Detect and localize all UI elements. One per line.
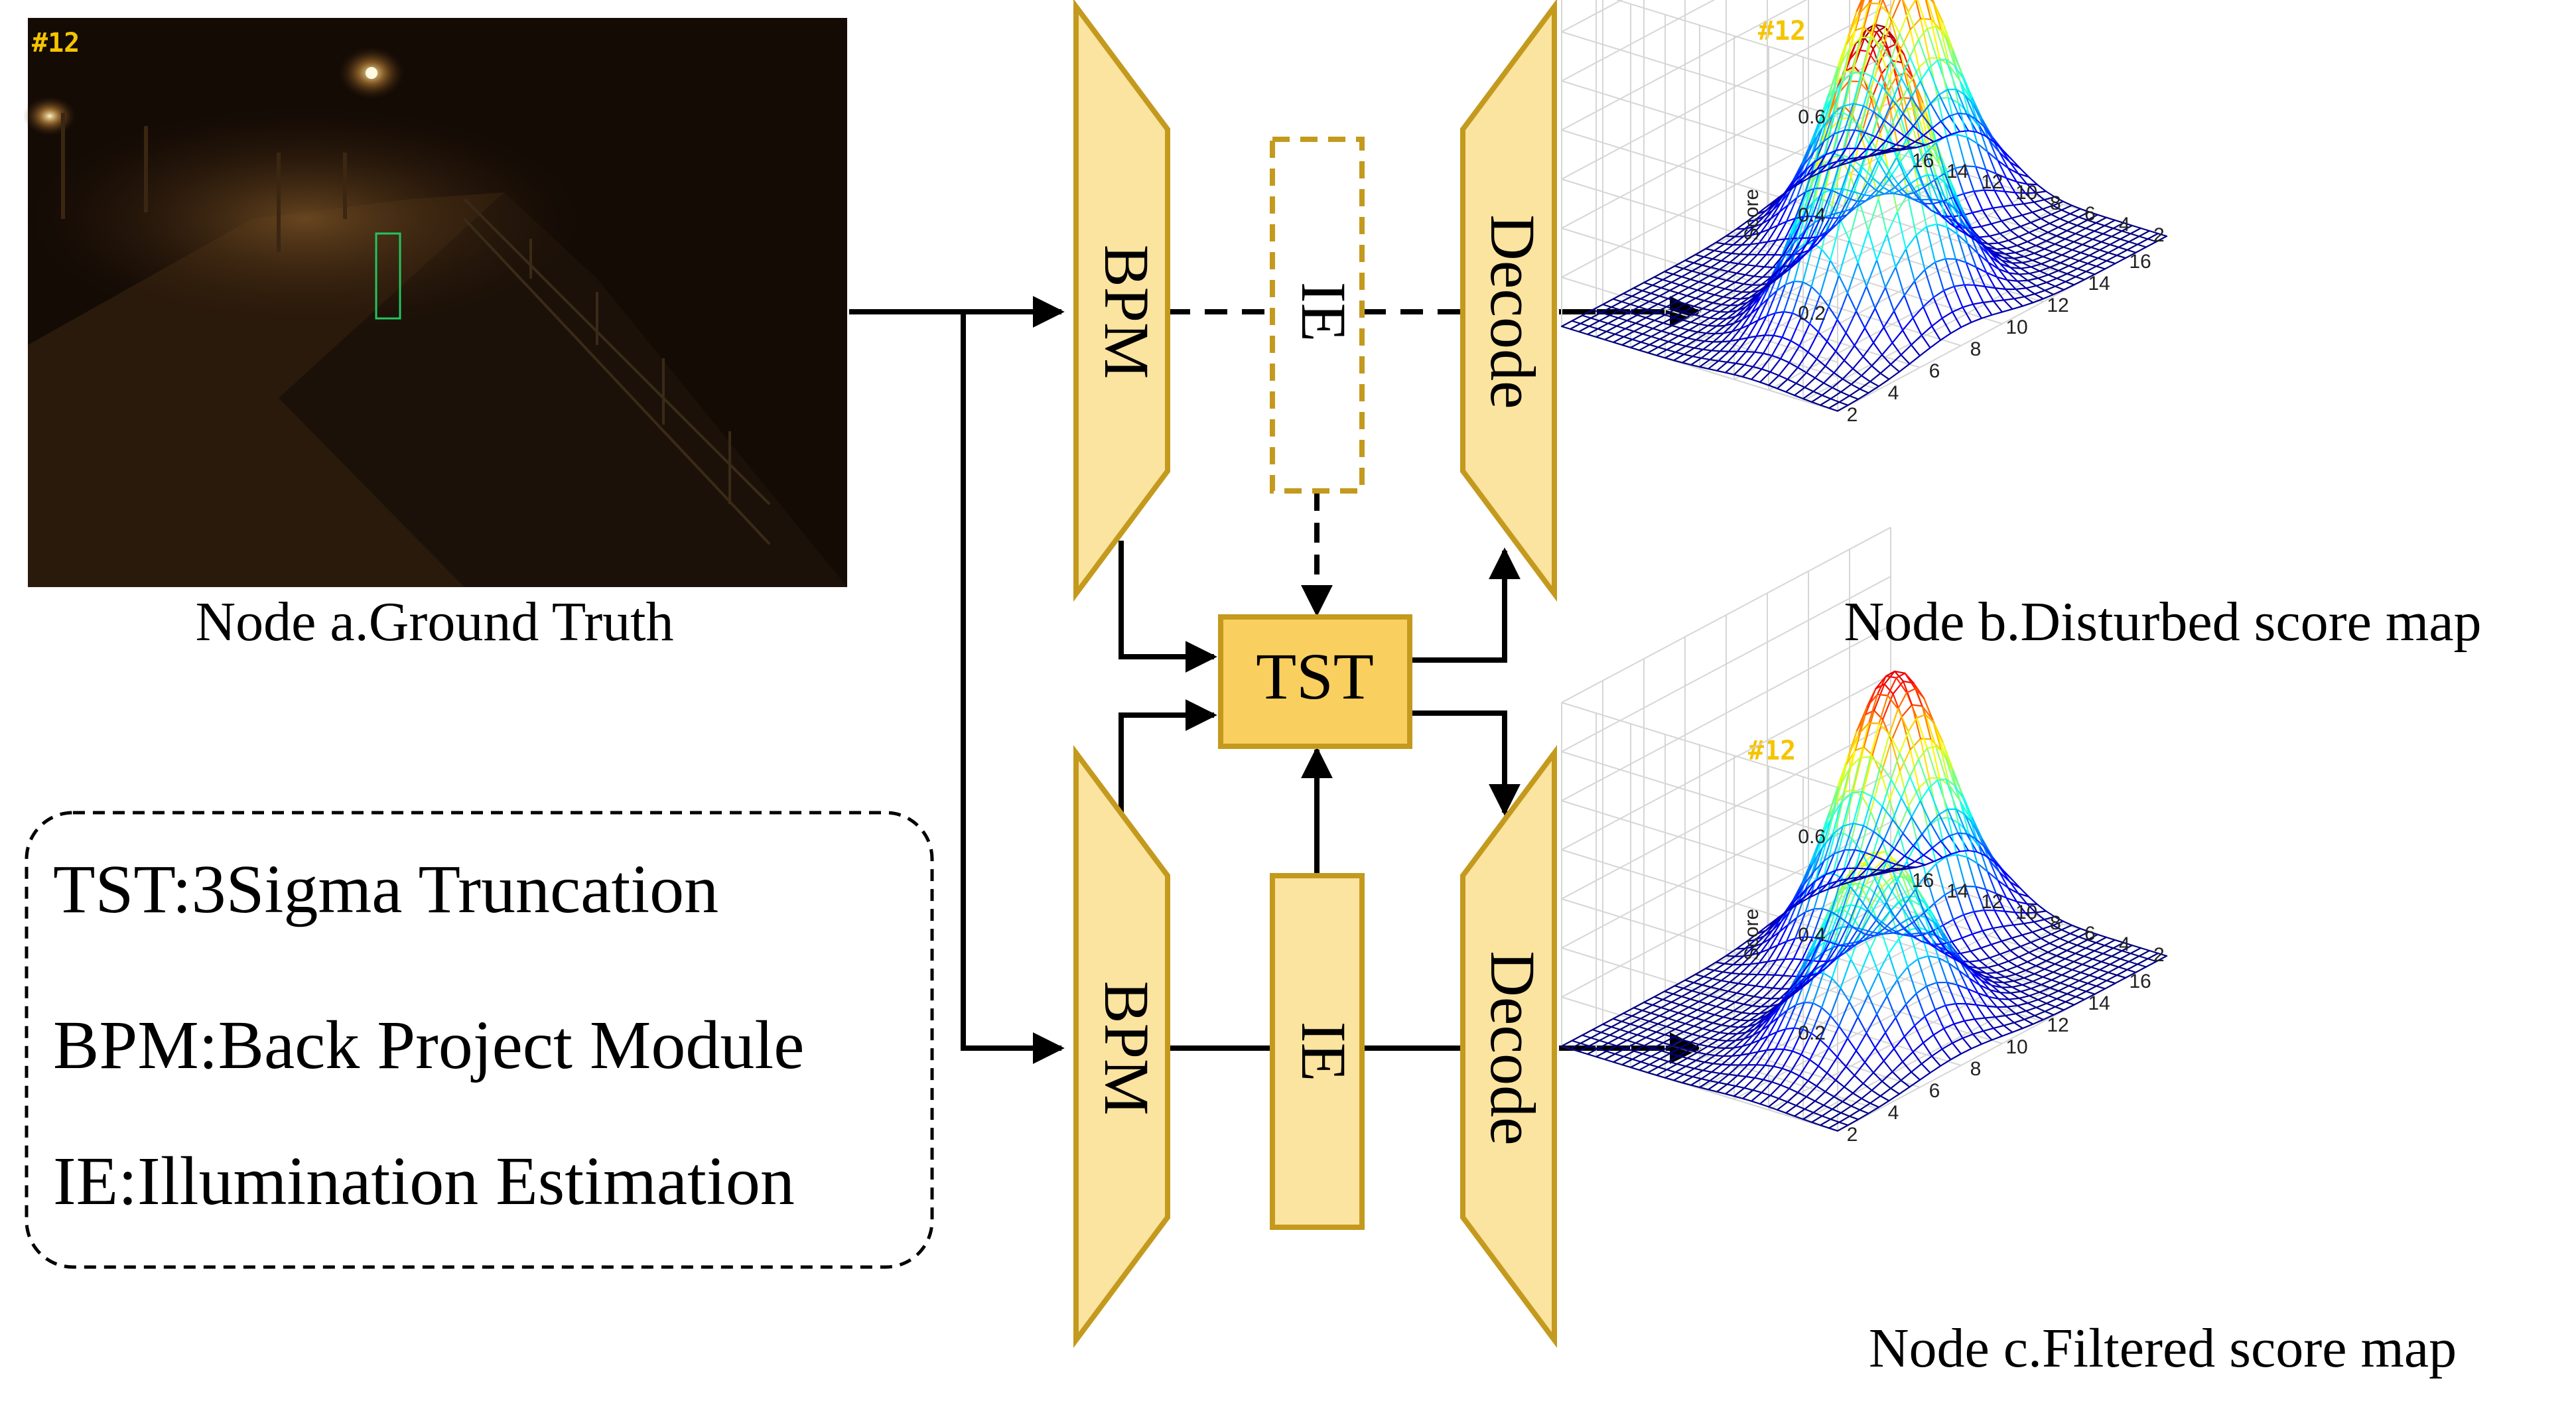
y-tick-label: 8 — [2050, 912, 2061, 934]
frame-tag: #12 — [1758, 16, 1806, 46]
arrow-image-to-bpm-bottom — [961, 312, 1065, 1064]
y-tick-label: 6 — [2084, 923, 2096, 945]
arrow-bpm-top-to-tst — [1119, 541, 1217, 673]
bpm-bottom-label: BPM — [1091, 981, 1162, 1116]
ie-bottom-label: IE — [1288, 1022, 1359, 1082]
z-axis-label: Score — [1741, 189, 1763, 241]
module-ie-bottom: IE — [1270, 873, 1365, 1230]
y-tick-label: 12 — [1981, 891, 2003, 913]
y-tick-label: 16 — [1912, 150, 1934, 172]
module-decode-top: Decode — [1460, 0, 1557, 602]
y-tick-label: 16 — [1912, 870, 1934, 892]
x-tick-label: 10 — [2005, 1036, 2027, 1058]
filtered-score-map: #12 16 14 12 10 8 6 4 2 2 4 6 8 10 12 14 16 0.2 0.4 0.6Scor… — [1560, 527, 2168, 1146]
arrow-tst-to-decode-top — [1412, 547, 1521, 663]
y-tick-label: 12 — [1981, 171, 2003, 193]
y-tick-label: 2 — [2153, 224, 2165, 246]
module-bpm-bottom: BPM — [1073, 744, 1170, 1349]
legend-box: TST:3Sigma Truncation BPM:Back Project M… — [25, 811, 934, 1269]
y-tick-label: 2 — [2153, 944, 2165, 966]
y-tick-label: 6 — [2084, 203, 2096, 225]
node-c-caption: Node c.Filtered score map — [1869, 1317, 2457, 1379]
z-tick-label: 0.2 — [1798, 303, 1826, 324]
x-tick-label: 12 — [2047, 295, 2068, 316]
score-surface — [1560, 0, 2168, 412]
y-tick-label: 14 — [1946, 880, 1968, 902]
y-tick-label: 10 — [2015, 182, 2037, 204]
z-tick-label: 0.4 — [1798, 924, 1826, 946]
frame-tag: #12 — [1748, 736, 1796, 766]
x-tick-label: 6 — [1929, 360, 1940, 382]
decode-bottom-label: Decode — [1477, 951, 1548, 1145]
z-tick-label: 0.2 — [1798, 1022, 1826, 1044]
y-tick-label: 14 — [1946, 161, 1968, 182]
x-tick-label: 6 — [1929, 1080, 1940, 1102]
z-tick-label: 0.6 — [1798, 106, 1826, 128]
target-bbox — [375, 232, 401, 320]
arrow-tst-to-decode-bottom — [1412, 710, 1521, 816]
x-tick-label: 14 — [2088, 992, 2110, 1014]
decode-top-label: Decode — [1477, 214, 1548, 409]
x-tick-label: 8 — [1970, 338, 1982, 360]
disturbed-score-map: #12 16 14 12 10 8 6 4 2 2 4 6 8 10 12 14 16 0.2 0.4 0.6Scor… — [1560, 0, 2168, 426]
ie-top-label: IE — [1288, 282, 1359, 342]
x-tick-label: 2 — [1847, 1124, 1858, 1146]
x-tick-label: 8 — [1970, 1058, 1982, 1080]
arrow-bpm-bottom-to-tst — [1119, 699, 1217, 813]
x-tick-label: 4 — [1888, 1102, 1899, 1124]
legend-item-tst: TST:3Sigma Truncation — [53, 851, 718, 927]
module-ie-top: IE — [1270, 137, 1365, 494]
x-tick-label: 2 — [1847, 404, 1858, 426]
x-tick-label: 16 — [2129, 251, 2151, 273]
legend-item-ie: IE:Illumination Estimation — [53, 1143, 795, 1219]
node-b-caption: Node b.Disturbed score map — [1844, 591, 2481, 653]
frame-tag-a: #12 — [32, 28, 80, 58]
node-a-caption: Node a.Ground Truth — [195, 591, 673, 653]
legend-item-bpm: BPM:Back Project Module — [53, 1007, 804, 1083]
z-tick-label: 0.6 — [1798, 826, 1826, 848]
z-tick-label: 0.4 — [1798, 204, 1826, 226]
y-tick-label: 8 — [2050, 192, 2061, 214]
tst-label: TST — [1256, 640, 1374, 713]
module-tst: TST — [1218, 614, 1412, 749]
score-surface — [1560, 670, 2168, 1132]
y-tick-label: 4 — [2119, 933, 2130, 955]
y-tick-label: 10 — [2015, 902, 2037, 923]
module-bpm-top: BPM — [1073, 0, 1170, 602]
x-tick-label: 10 — [2005, 316, 2027, 338]
x-tick-label: 14 — [2088, 273, 2110, 295]
z-axis-label: Score — [1741, 909, 1763, 961]
x-tick-label: 12 — [2047, 1014, 2068, 1036]
module-decode-bottom: Decode — [1460, 744, 1557, 1349]
ground-truth-image: #12 — [23, 18, 847, 587]
bpm-top-label: BPM — [1091, 245, 1162, 379]
x-tick-label: 4 — [1888, 382, 1899, 404]
x-tick-label: 16 — [2129, 971, 2151, 992]
y-tick-label: 4 — [2119, 214, 2130, 236]
